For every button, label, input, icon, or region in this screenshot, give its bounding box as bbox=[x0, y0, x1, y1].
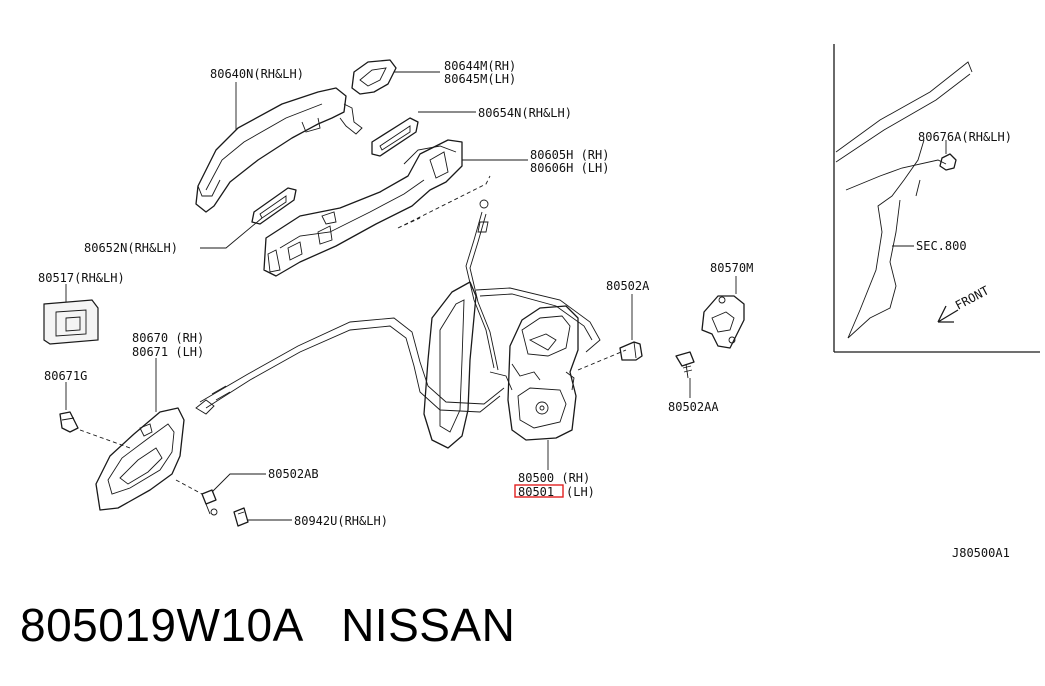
inside-door-handle bbox=[95, 407, 185, 511]
leader-80502AB bbox=[211, 473, 266, 493]
lock-shield bbox=[423, 281, 601, 449]
label-80640N: 80640N(RH&LH) bbox=[210, 67, 304, 81]
highlight-box bbox=[514, 484, 564, 498]
label-80517: 80517(RH&LH) bbox=[38, 271, 125, 285]
label-80644M: 80644M(RH) bbox=[444, 59, 516, 73]
key-cylinder-escutcheon bbox=[351, 59, 397, 95]
label-80606H: 80606H (LH) bbox=[530, 161, 609, 175]
handle-gasket-rear bbox=[251, 187, 297, 225]
outside-handle-grip bbox=[195, 87, 363, 213]
clip-80671G bbox=[59, 411, 79, 433]
door-striker bbox=[701, 295, 745, 349]
outside-handle-frame bbox=[263, 139, 463, 277]
label-80501-side: (LH) bbox=[566, 485, 595, 499]
label-front: FRONT bbox=[953, 283, 991, 312]
label-80502AB: 80502AB bbox=[268, 467, 319, 481]
label-80671: 80671 (LH) bbox=[132, 345, 204, 359]
label-80654N: 80654N(RH&LH) bbox=[478, 106, 572, 120]
dashed-guide-screw bbox=[175, 479, 203, 495]
door-lock-actuator bbox=[489, 305, 579, 441]
lock-cables bbox=[195, 199, 505, 415]
handle-gasket-front bbox=[371, 117, 419, 157]
front-arrow-icon bbox=[937, 305, 959, 323]
inset-panel bbox=[833, 44, 1040, 353]
label-sec-800: SEC.800 bbox=[916, 239, 967, 253]
part-number-caption: 805019W10A NISSAN bbox=[20, 599, 516, 651]
label-80570M: 80570M bbox=[710, 261, 753, 275]
clip-80942U bbox=[233, 507, 249, 527]
label-80501-number: 80501 bbox=[518, 485, 554, 499]
screw-80502AB bbox=[201, 489, 218, 516]
label-80652N: 80652N(RH&LH) bbox=[84, 241, 178, 255]
leader-80652N bbox=[200, 217, 263, 249]
diagram-code: J80500A1 bbox=[952, 546, 1010, 560]
label-80500: 80500 (RH) bbox=[518, 471, 590, 485]
label-80676A: 80676A(RH&LH) bbox=[918, 130, 1012, 144]
label-80671G: 80671G bbox=[44, 369, 87, 383]
dashed-guide-lock bbox=[577, 349, 627, 371]
label-80502A: 80502A bbox=[606, 279, 650, 293]
label-80670: 80670 (RH) bbox=[132, 331, 204, 345]
label-80502AA: 80502AA bbox=[668, 400, 719, 414]
label-80942U: 80942U(RH&LH) bbox=[294, 514, 388, 528]
label-80605H: 80605H (RH) bbox=[530, 148, 609, 162]
dashed-guide-frame bbox=[397, 175, 491, 229]
screw-80502AA bbox=[675, 351, 695, 379]
inside-handle-cap bbox=[43, 299, 99, 345]
label-80645M: 80645M(LH) bbox=[444, 72, 516, 86]
bolt-80502A bbox=[619, 341, 643, 361]
